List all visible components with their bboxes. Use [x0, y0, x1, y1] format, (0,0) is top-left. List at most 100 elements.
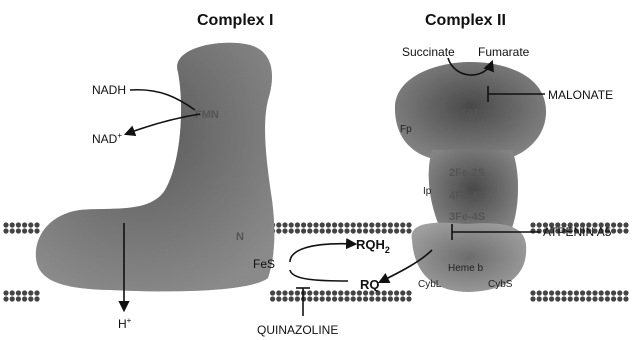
lipid-bead: [357, 296, 362, 301]
lipid-bead: [282, 296, 287, 301]
lipid-bead: [34, 222, 39, 227]
lipid-bead: [289, 228, 294, 233]
lipid-bead: [568, 290, 573, 295]
lipid-bead: [400, 290, 405, 295]
lipid-bead: [375, 228, 380, 233]
lipid-bead: [344, 228, 349, 233]
lipid-bead: [28, 296, 33, 301]
lipid-bead: [332, 296, 337, 301]
lipid-bead: [617, 290, 622, 295]
lipid-bead: [295, 290, 300, 295]
lipid-bead: [580, 290, 585, 295]
lipid-bead: [3, 222, 8, 227]
lipid-bead: [313, 290, 318, 295]
lipid-bead: [313, 222, 318, 227]
lipid-bead: [34, 296, 39, 301]
lipid-bead: [375, 296, 380, 301]
lipid-bead: [382, 222, 387, 227]
lipid-bead: [16, 228, 21, 233]
proton-label: H+: [118, 316, 132, 331]
lipid-bead: [388, 290, 393, 295]
lipid-bead: [617, 222, 622, 227]
lipid-bead: [561, 296, 566, 301]
lipid-bead: [382, 290, 387, 295]
lipid-bead: [22, 228, 27, 233]
lipid-bead: [406, 296, 411, 301]
lipid-bead: [338, 296, 343, 301]
lipid-bead: [623, 290, 628, 295]
fe3s4-label: 3Fe-4S: [449, 211, 485, 223]
lipid-bead: [592, 296, 597, 301]
complex-one-body: [36, 43, 275, 292]
lipid-bead: [394, 228, 399, 233]
lipid-bead: [611, 296, 616, 301]
lipid-bead: [16, 222, 21, 227]
lipid-bead: [363, 228, 368, 233]
lipid-bead: [28, 222, 33, 227]
lipid-bead: [537, 290, 542, 295]
lipid-bead: [561, 290, 566, 295]
quinazoline-label: QUINAZOLINE: [257, 323, 338, 337]
lipid-bead: [543, 290, 548, 295]
lipid-bead: [276, 222, 281, 227]
lipid-bead: [282, 222, 287, 227]
lipid-bead: [351, 222, 356, 227]
lipid-bead: [313, 228, 318, 233]
lipid-bead: [338, 228, 343, 233]
fe4s4-label: 4Fe-4S: [449, 190, 485, 202]
lipid-bead: [537, 296, 542, 301]
lipid-bead: [555, 296, 560, 301]
lipid-bead: [276, 296, 281, 301]
lipid-bead: [537, 228, 542, 233]
lipid-bead: [332, 222, 337, 227]
lipid-bead: [289, 222, 294, 227]
lipid-bead: [276, 228, 281, 233]
ip-label: Ip: [423, 186, 432, 197]
lipid-bead: [537, 222, 542, 227]
lipid-bead: [555, 290, 560, 295]
lipid-bead: [22, 222, 27, 227]
lipid-bead: [295, 222, 300, 227]
lipid-bead: [388, 296, 393, 301]
lipid-bead: [289, 290, 294, 295]
lipid-bead: [568, 296, 573, 301]
lipid-bead: [276, 290, 281, 295]
lipid-bead: [301, 222, 306, 227]
lipid-bead: [599, 290, 604, 295]
lipid-bead: [549, 296, 554, 301]
lipid-bead: [270, 290, 275, 295]
lipid-bead: [586, 296, 591, 301]
lipid-bead: [28, 228, 33, 233]
quinone-cycle-lower-arrow: [290, 270, 348, 281]
lipid-bead: [332, 290, 337, 295]
lipid-bead: [617, 228, 622, 233]
lipid-bead: [592, 290, 597, 295]
lipid-bead: [22, 290, 27, 295]
lipid-bead: [320, 222, 325, 227]
lipid-bead: [16, 290, 21, 295]
lipid-bead: [10, 228, 15, 233]
lipid-bead: [326, 290, 331, 295]
lipid-bead: [3, 290, 8, 295]
lipid-bead: [400, 228, 405, 233]
lipid-bead: [623, 228, 628, 233]
lipid-bead: [10, 290, 15, 295]
lipid-bead: [307, 222, 312, 227]
fes-label: FeS: [253, 257, 275, 271]
lipid-bead: [10, 296, 15, 301]
lipid-bead: [3, 228, 8, 233]
lipid-bead: [34, 228, 39, 233]
lipid-bead: [344, 296, 349, 301]
lipid-bead: [369, 296, 374, 301]
lipid-bead: [326, 228, 331, 233]
lipid-bead: [611, 222, 616, 227]
lipid-bead: [605, 296, 610, 301]
lipid-bead: [344, 290, 349, 295]
n2-label: N: [236, 231, 244, 243]
complex-one-title: Complex I: [197, 12, 273, 29]
lipid-bead: [394, 296, 399, 301]
lipid-bead: [295, 228, 300, 233]
lipid-bead: [351, 296, 356, 301]
lipid-bead: [326, 296, 331, 301]
lipid-bead: [307, 228, 312, 233]
